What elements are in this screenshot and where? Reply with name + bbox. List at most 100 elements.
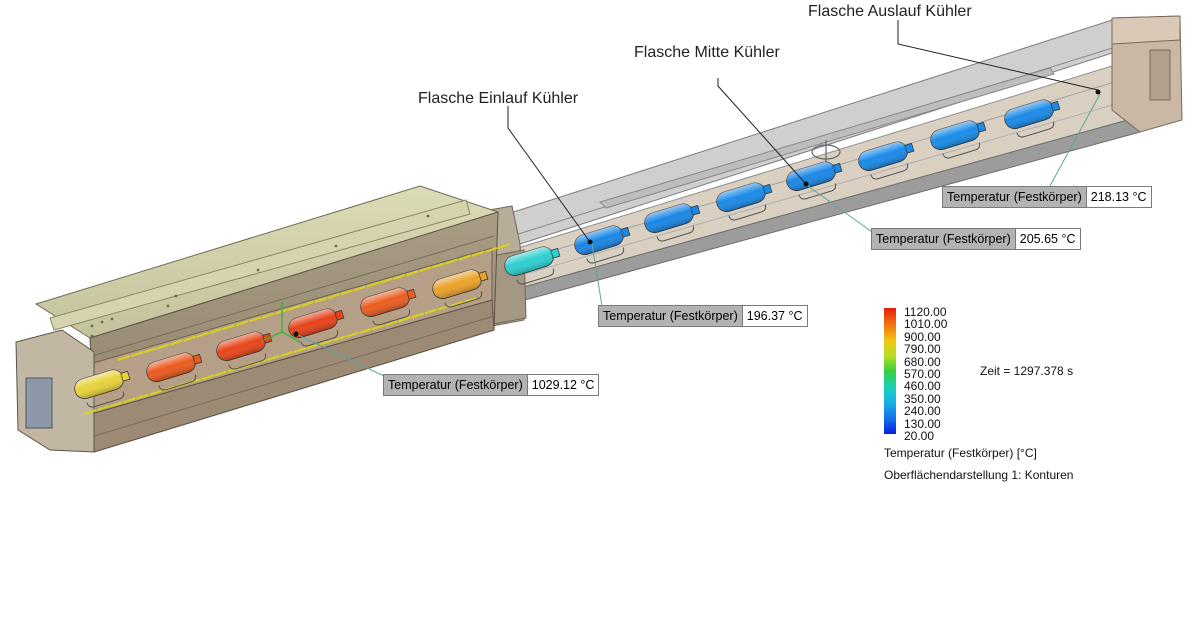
bottle-shading	[504, 246, 554, 276]
heater-rod	[235, 320, 249, 327]
bottle-shading	[432, 269, 482, 299]
heater-rod	[293, 347, 307, 354]
bottle-shading	[786, 161, 836, 191]
bottle-cradle	[870, 163, 909, 180]
heater-rod	[366, 281, 380, 288]
bottle-shading	[716, 182, 766, 212]
furnace-lid-band	[49, 199, 471, 331]
heater-rod	[280, 351, 293, 358]
outlet-end-cap	[1111, 15, 1183, 133]
heater-rod	[450, 300, 464, 307]
heater-rod	[358, 327, 372, 334]
bottle-shading	[216, 331, 266, 361]
heater-rod	[319, 339, 333, 346]
legend-tick: 350.00	[904, 391, 941, 406]
bottle	[1004, 99, 1061, 138]
bottle-neck	[478, 270, 489, 282]
bottle-shading	[930, 120, 980, 150]
legend-plot-name: Oberflächendarstellung 1: Konturen	[884, 468, 1074, 482]
bottle-shading	[360, 287, 410, 317]
bottle-neck	[406, 288, 417, 300]
leader-auslauf	[897, 20, 1099, 91]
bottle-neck	[550, 247, 561, 259]
legend-tick: 460.00	[904, 379, 941, 394]
simulation-time: Zeit = 1297.378 s	[980, 364, 1074, 378]
legend-tick: 20.00	[904, 429, 935, 443]
callout-auslauf: Flasche Auslauf Kühler	[808, 3, 972, 20]
legend-color-bar	[884, 308, 896, 434]
probe-tag-einlauf[interactable]: Temperatur (Festkörper) 196.37 °C	[598, 305, 808, 327]
probe-value: 205.65 °C	[1015, 229, 1080, 249]
cooler-tunnel	[494, 19, 1142, 301]
heater-rod	[117, 354, 131, 362]
heater-rod	[109, 401, 123, 408]
heater-rod	[392, 273, 406, 280]
heater-rod	[445, 258, 458, 265]
color-legend: 1120.00 1010.00 900.00 790.00 680.00 570…	[884, 306, 1144, 486]
bottle-shading	[74, 369, 124, 399]
heater-rod	[471, 250, 485, 257]
bottle-shading	[1004, 99, 1054, 129]
bottle-cradle	[516, 268, 555, 285]
probe-name: Temperatur (Festkörper)	[943, 187, 1087, 207]
bottle-shading	[288, 308, 338, 338]
probe-name: Temperatur (Festkörper)	[599, 306, 743, 326]
heater-rod	[371, 323, 385, 331]
heater-rod	[345, 331, 359, 338]
bottle-cradle	[228, 353, 267, 370]
legend-quantity: Temperatur (Festkörper) [°C]	[884, 446, 1037, 460]
heater-rod	[222, 324, 236, 331]
heater-rod	[405, 269, 419, 277]
bottle	[644, 203, 701, 242]
bottle-cradle	[942, 142, 981, 159]
heater-rod	[143, 347, 157, 354]
probe-tag-mitte[interactable]: Temperatur (Festkörper) 205.65 °C	[871, 228, 1081, 250]
legend-tick: 570.00	[904, 367, 941, 381]
heater-rod	[274, 308, 288, 315]
heater-rod	[83, 408, 97, 416]
heater-rod	[411, 312, 424, 319]
bottle-cradle	[444, 291, 483, 308]
bottle-cradle	[300, 330, 339, 347]
bottle-shading	[858, 141, 908, 171]
heater-rod	[306, 343, 320, 350]
bottle-cradle	[1016, 121, 1055, 138]
heater-rod	[136, 393, 149, 400]
legend-tick: 240.00	[904, 404, 941, 419]
bottle-cradle	[586, 247, 625, 264]
bottle-neck	[120, 370, 131, 382]
bottle-neck	[762, 183, 773, 195]
heater-rod	[261, 312, 275, 319]
heater-rod	[96, 405, 110, 412]
coordinate-triad	[263, 302, 301, 343]
bottle-neck	[690, 204, 701, 216]
probe-leader-1	[295, 333, 385, 377]
probe-name: Temperatur (Festkörper)	[384, 375, 528, 395]
probe-tag-furnace[interactable]: Temperatur (Festkörper) 1029.12 °C	[383, 374, 600, 396]
heater-rod	[301, 300, 314, 307]
heater-rod	[156, 343, 170, 350]
bottle	[74, 369, 131, 408]
heater-rod	[419, 266, 432, 273]
heater-rod	[170, 339, 183, 346]
heater-rod	[432, 262, 445, 269]
callout-mitte: Flasche Mitte Kühler	[634, 44, 780, 61]
heater-rod	[424, 308, 438, 315]
heater-rod	[314, 297, 327, 304]
probe-tag-auslauf[interactable]: Temperatur (Festkörper) 218.13 °C	[942, 186, 1152, 208]
heater-rod	[463, 296, 477, 304]
heater-rod	[248, 316, 262, 323]
heater-rod	[149, 389, 162, 396]
callout-leaders	[507, 20, 1099, 243]
legend-tick: 1010.00	[904, 317, 948, 332]
bottle-shading	[146, 352, 196, 382]
heater-rod	[287, 304, 301, 311]
bottle-cradle	[798, 183, 837, 200]
legend-tick: 900.00	[904, 329, 941, 344]
bottle	[146, 352, 203, 391]
probe-value: 196.37 °C	[742, 306, 807, 326]
heater-rod	[353, 285, 367, 292]
bottle-cradle	[372, 309, 411, 326]
legend-tick: 130.00	[904, 416, 941, 431]
